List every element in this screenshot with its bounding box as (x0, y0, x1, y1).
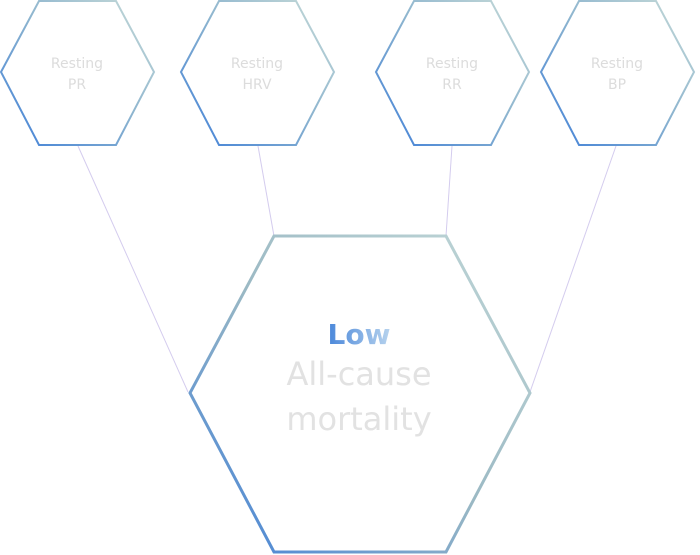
input-label-line1: Resting (231, 56, 283, 72)
connector-bp (529, 145, 617, 393)
connector-rr (445, 145, 453, 237)
input-label-line1: Resting (591, 56, 643, 72)
outcome-label-line2: mortality (286, 400, 431, 438)
outcome-hexagon: Low All-cause mortality (188, 234, 532, 554)
input-label-line1: Resting (426, 56, 478, 72)
input-label-line2: RR (442, 77, 462, 93)
input-label-line1: Resting (51, 56, 103, 72)
connector-hrv (257, 145, 275, 237)
input-label-line2: HRV (242, 77, 271, 93)
input-hexagon-hrv: Resting HRV (179, 0, 336, 146)
input-hexagon-bp: Resting BP (539, 0, 696, 146)
outcome-label-line1: All-cause (286, 355, 431, 393)
input-label-line2: BP (608, 77, 626, 93)
input-hexagon-pr: Resting PR (0, 0, 156, 146)
input-hexagon-rr: Resting RR (374, 0, 531, 146)
outcome-accent-label: Low (328, 318, 391, 351)
connector-pr (77, 145, 189, 393)
connectors (77, 145, 617, 393)
input-label-line2: PR (68, 77, 86, 93)
